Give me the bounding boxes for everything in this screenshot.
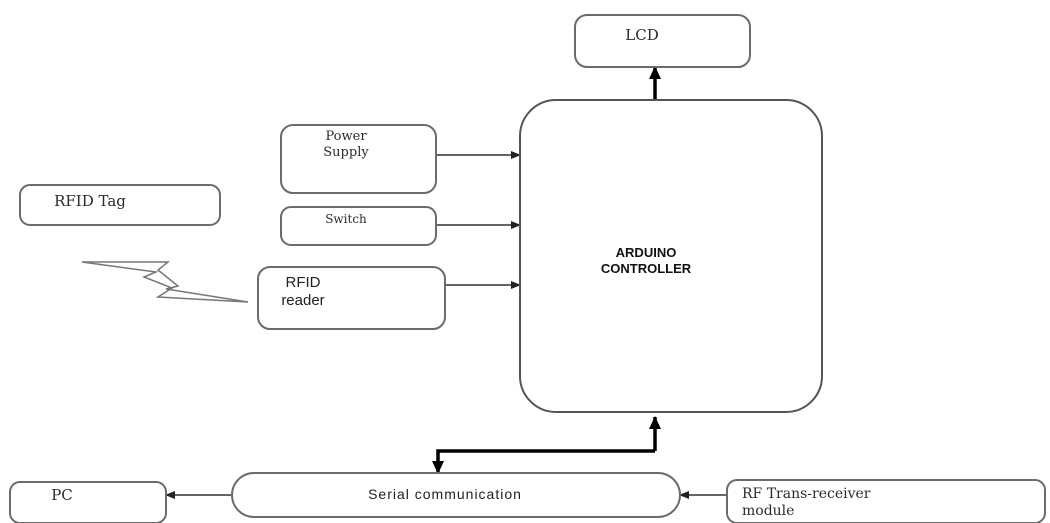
rf-module-block: RF Trans-receiver module <box>726 479 1046 523</box>
arduino-label-line1: ARDUINO <box>616 245 677 260</box>
switch-label: Switch <box>325 212 367 226</box>
serial-communication-block: Serial communication <box>231 472 681 518</box>
rfid-tag-label: RFID Tag <box>54 192 126 210</box>
pc-block: PC <box>9 481 167 523</box>
serial-communication-label: Serial communication <box>368 486 522 502</box>
lcd-label: LCD <box>625 26 658 44</box>
serial-bus-line <box>432 449 655 474</box>
rf-module-label-line1: RF Trans-receiver <box>742 486 871 502</box>
rfid-reader-label-line2: reader <box>281 292 324 309</box>
rf-module-label-line2: module <box>742 503 794 519</box>
rfid-reader-label-line1: RFID <box>286 274 321 291</box>
rfid-reader-block: RFID reader <box>257 266 446 330</box>
power-supply-label-line1: Power <box>325 129 367 144</box>
switch-block: Switch <box>280 206 437 246</box>
power-supply-label-line2: Supply <box>323 145 369 160</box>
rfid-tag-block: RFID Tag <box>19 184 221 226</box>
power-supply-block: Power Supply <box>280 124 437 194</box>
lcd-block: LCD <box>574 14 751 68</box>
arduino-controller-block: ARDUINO CONTROLLER <box>519 99 823 413</box>
lightning-icon <box>81 261 249 303</box>
arduino-label-line2: CONTROLLER <box>601 261 692 276</box>
pc-label: PC <box>51 486 73 504</box>
